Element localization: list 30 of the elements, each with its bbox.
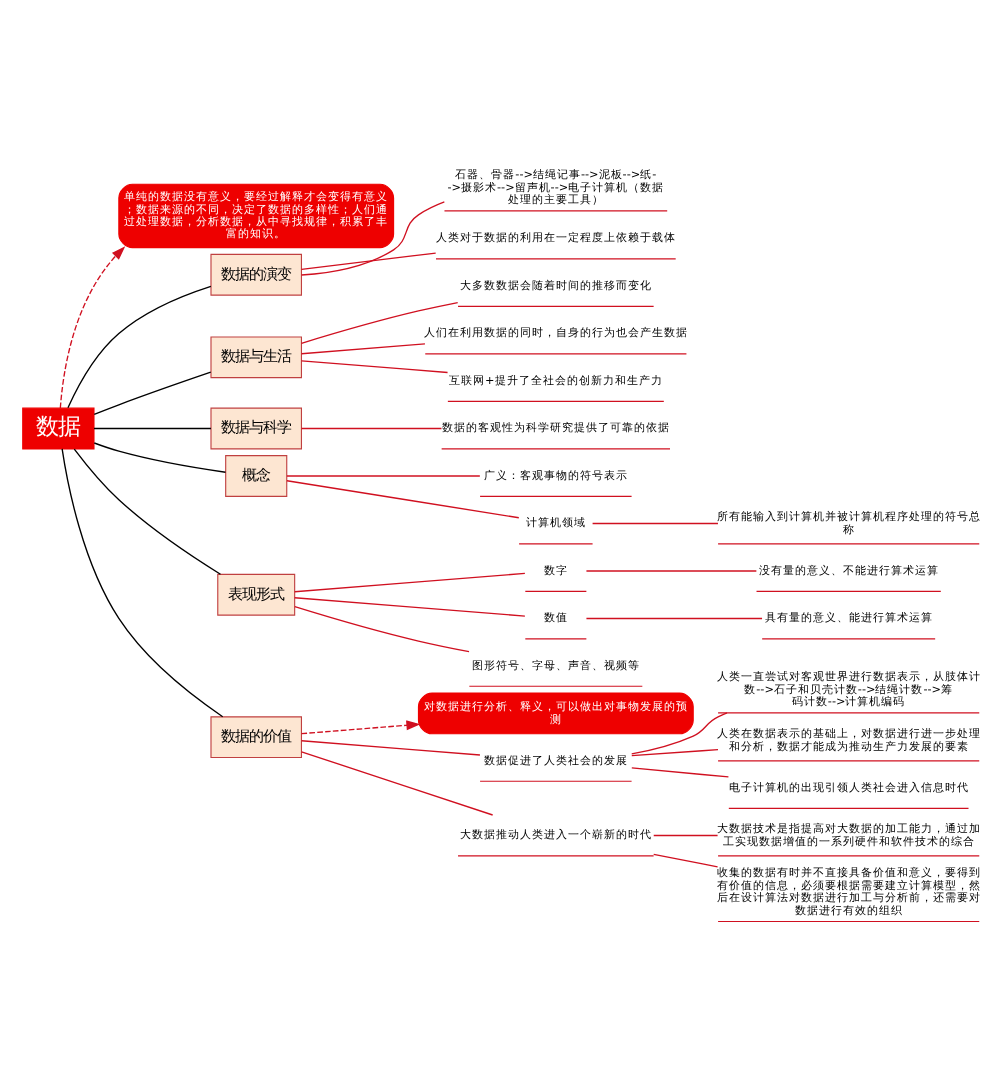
- connector: [92, 427, 211, 430]
- arrow: [58, 246, 125, 409]
- connector: [299, 427, 442, 430]
- arrow: [299, 720, 420, 735]
- connector: [293, 597, 525, 617]
- connector: [590, 522, 718, 525]
- connector: [630, 767, 729, 778]
- connector: [299, 201, 444, 276]
- connector: [299, 252, 436, 271]
- connector: [630, 748, 718, 757]
- connector: [92, 371, 211, 415]
- connector: [652, 834, 718, 837]
- connector: [285, 480, 519, 519]
- connector: [72, 448, 221, 575]
- connector: [293, 572, 525, 593]
- connector: [299, 751, 493, 816]
- connector: [299, 343, 425, 355]
- connector: [60, 448, 223, 718]
- connector: [652, 853, 718, 868]
- connector: [299, 360, 448, 374]
- connector: [293, 605, 469, 653]
- connector: [299, 740, 480, 756]
- connector: [92, 442, 226, 473]
- connector: [584, 617, 762, 620]
- connector: [285, 475, 480, 477]
- node-box: 数据: [21, 407, 94, 450]
- connector: [630, 712, 727, 755]
- connector: [66, 285, 211, 409]
- connector: [584, 570, 757, 572]
- connector: [299, 301, 458, 344]
